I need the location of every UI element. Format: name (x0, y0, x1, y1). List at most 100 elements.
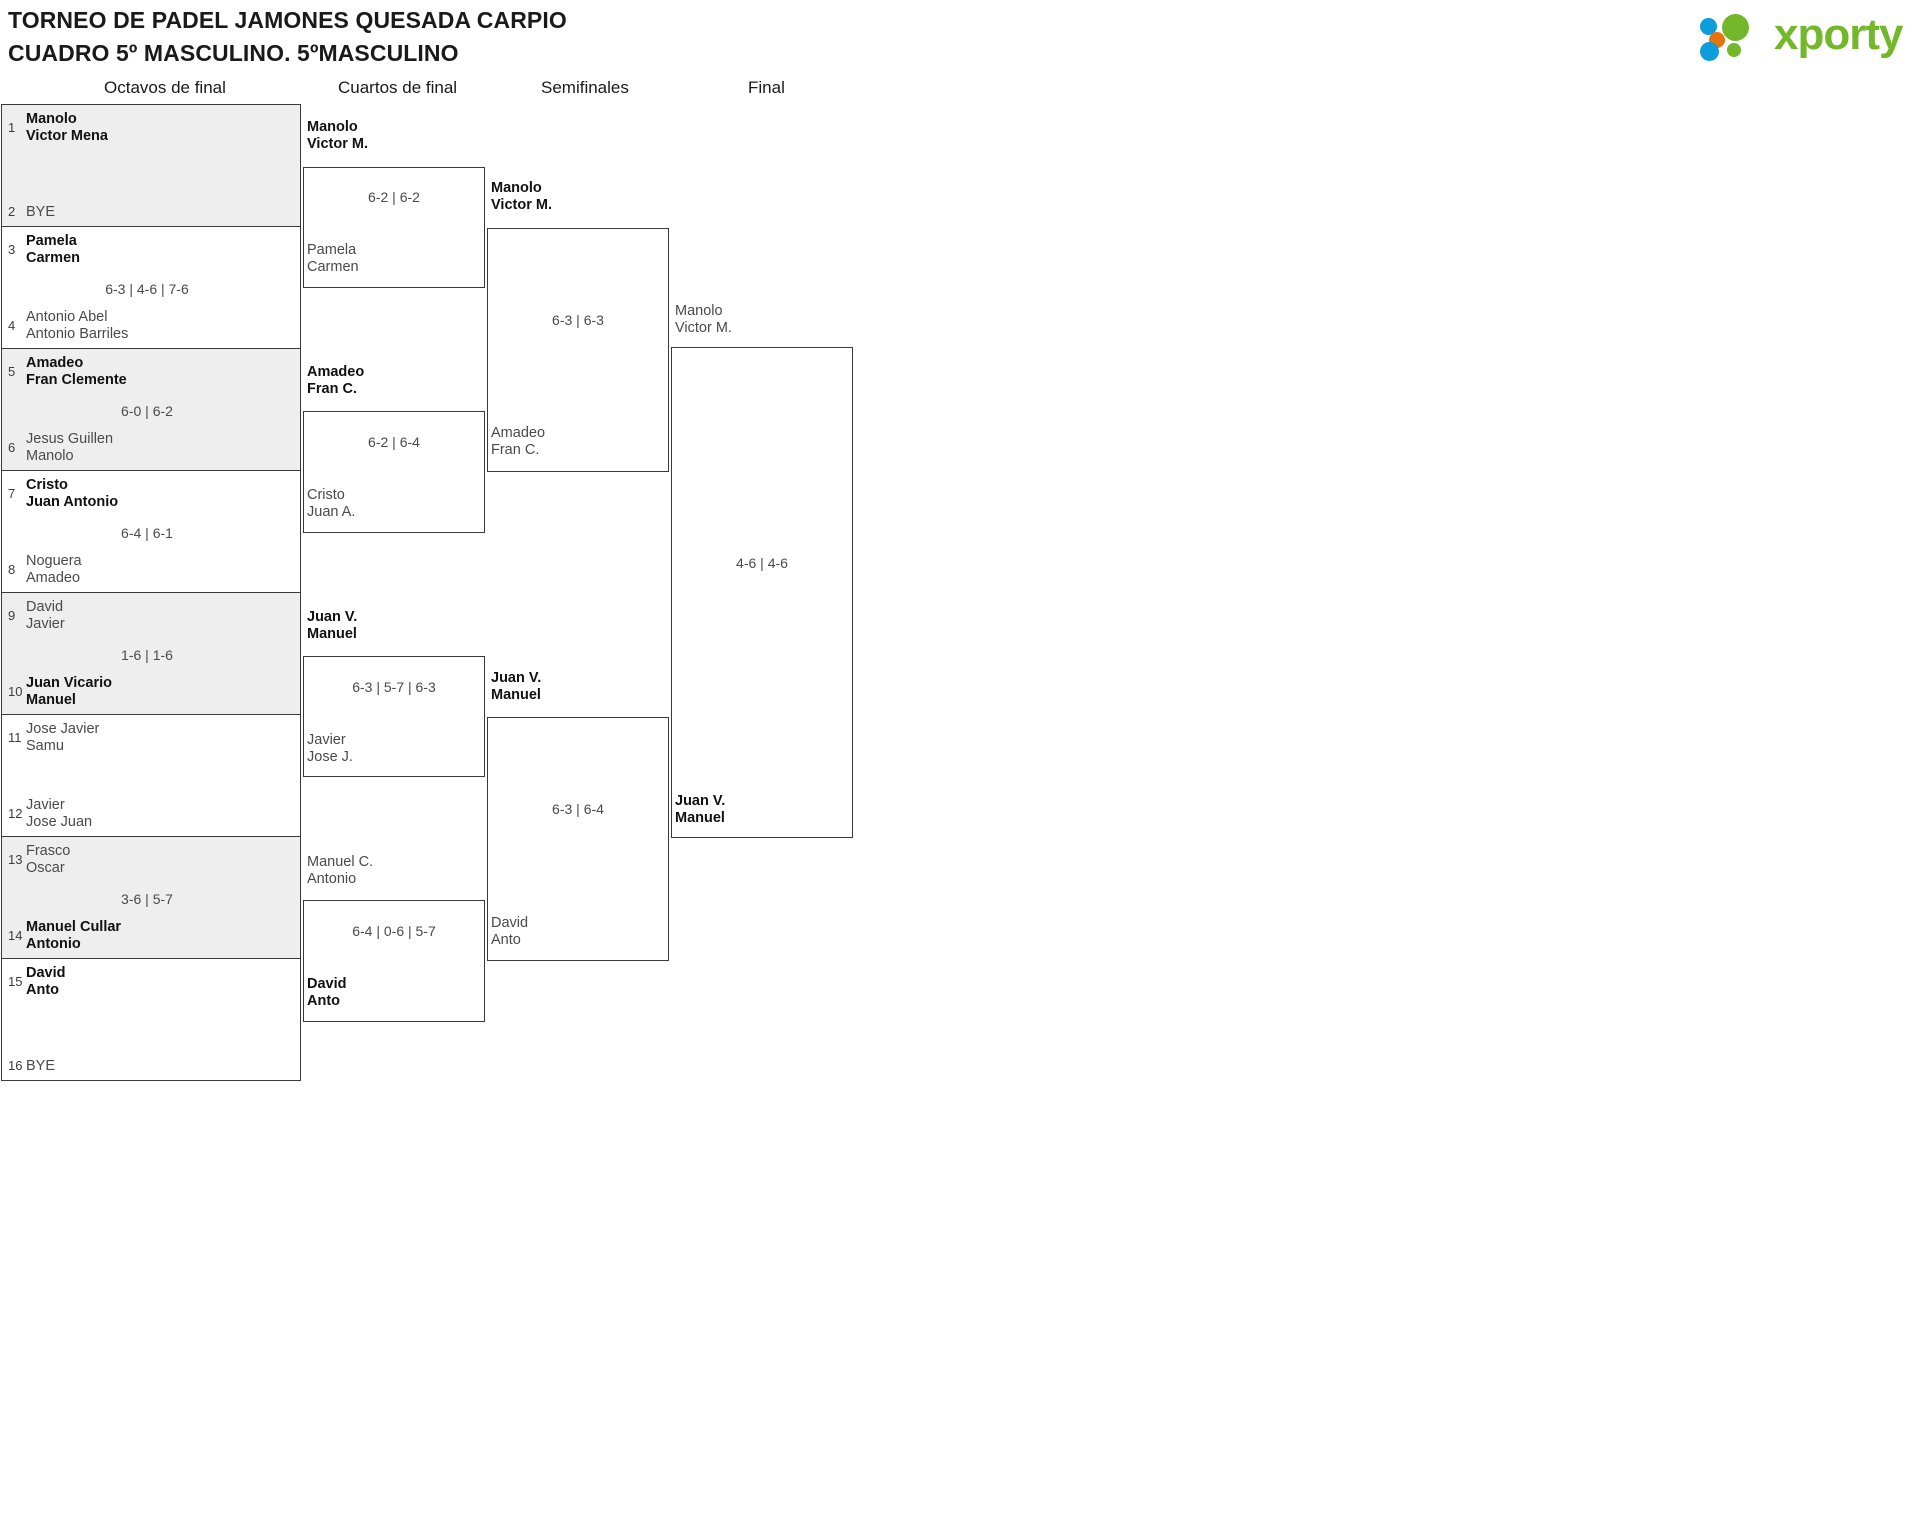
r1-slot-top[interactable]: 9 David Javier (6, 599, 298, 632)
player-pair[interactable]: Juan V. Manuel (307, 609, 358, 642)
r1-slot-top[interactable]: 5 Amadeo Fran Clemente (6, 355, 298, 388)
table-row[interactable]: 9 David Javier 1-6 | 1-6 10 Juan Vicario… (1, 592, 301, 714)
player-pair[interactable]: Amadeo Fran C. (491, 425, 546, 458)
player-pair: Juan Vicario Manuel (26, 675, 112, 708)
seed-number: 8 (8, 562, 16, 577)
round-header-semifinales: Semifinales (541, 78, 629, 97)
logo-dots-icon (1700, 14, 1772, 61)
table-row[interactable]: 3 Pamela Carmen 6-3 | 4-6 | 7-6 4 Antoni… (1, 226, 301, 348)
player-pair[interactable]: Amadeo Fran C. (307, 364, 365, 397)
xporty-logo: xporty (1700, 8, 1910, 64)
bracket-connector (303, 900, 485, 1022)
player-pair: Manolo Victor Mena (26, 111, 108, 144)
match-score: 6-3 | 6-3 (552, 312, 604, 328)
player-pair[interactable]: Pamela Carmen (307, 242, 359, 275)
r1-slot-bottom[interactable]: 2 BYE (6, 204, 298, 221)
seed-number: 12 (8, 806, 23, 821)
player-pair[interactable]: Manolo Victor M. (675, 303, 732, 336)
player-pair[interactable]: David Anto (307, 976, 347, 1009)
logo-wordmark: xporty (1774, 10, 1903, 59)
match-score: 6-0 | 6-2 (121, 403, 173, 419)
seed-number: 6 (8, 440, 16, 455)
player-pair: Jose Javier Samu (26, 721, 100, 754)
player-pair: David Javier (26, 599, 65, 632)
seed-number: 5 (8, 364, 16, 379)
r1-slot-bottom[interactable]: 14 Manuel Cullar Antonio (6, 919, 298, 952)
seed-number: 11 (8, 730, 22, 745)
seed-number: 3 (8, 242, 16, 257)
player-pair[interactable]: Juan V. Manuel (675, 793, 726, 826)
seed-number: 9 (8, 608, 16, 623)
seed-number: 4 (8, 318, 16, 333)
bracket-connector (303, 411, 485, 533)
page-title: TORNEO DE PADEL JAMONES QUESADA CARPIO C… (8, 4, 1208, 70)
player-pair: BYE (26, 1057, 56, 1074)
match-score: 6-3 | 4-6 | 7-6 (105, 281, 189, 297)
bracket-connector (487, 717, 669, 961)
round-header-cuartos: Cuartos de final (338, 78, 458, 97)
match-score: 6-4 | 0-6 | 5-7 (352, 923, 436, 939)
match-score: 6-2 | 6-2 (368, 189, 420, 205)
r1-slot-bottom[interactable]: 16 BYE (6, 1058, 298, 1075)
player-pair: Jesus Guillen Manolo (26, 431, 114, 464)
player-pair[interactable]: Manolo Victor M. (307, 119, 368, 152)
seed-number: 15 (8, 974, 23, 989)
r1-slot-top[interactable]: 13 Frasco Oscar (6, 843, 298, 876)
player-pair[interactable]: Manolo Victor M. (491, 180, 552, 213)
seed-number: 13 (8, 852, 23, 867)
table-row[interactable]: 1 Manolo Victor Mena 2 BYE (1, 104, 301, 226)
seed-number: 7 (8, 486, 16, 501)
player-pair: David Anto (26, 965, 66, 998)
player-pair: Cristo Juan Antonio (26, 477, 119, 510)
table-row[interactable]: 13 Frasco Oscar 3-6 | 5-7 14 Manuel Cull… (1, 836, 301, 958)
player-pair[interactable]: Manuel C. Antonio (307, 854, 374, 887)
player-pair: Amadeo Fran Clemente (26, 355, 127, 388)
bracket-connector (671, 347, 853, 838)
player-pair: BYE (26, 203, 56, 220)
player-pair: Antonio Abel Antonio Barriles (26, 309, 129, 342)
r1-slot-bottom[interactable]: 10 Juan Vicario Manuel (6, 675, 298, 708)
player-pair[interactable]: David Anto (491, 915, 529, 948)
match-score: 3-6 | 5-7 (121, 891, 173, 907)
table-row[interactable]: 11 Jose Javier Samu 12 Javier Jose Juan (1, 714, 301, 836)
match-score: 1-6 | 1-6 (121, 647, 173, 663)
player-pair: Noguera Amadeo (26, 553, 82, 586)
player-pair[interactable]: Javier Jose J. (307, 732, 353, 765)
r1-slot-top[interactable]: 1 Manolo Victor Mena (6, 111, 298, 144)
tournament-title: TORNEO DE PADEL JAMONES QUESADA CARPIO (8, 7, 567, 33)
seed-number: 10 (8, 684, 23, 699)
match-score: 6-3 | 5-7 | 6-3 (352, 679, 436, 695)
seed-number: 16 (8, 1058, 23, 1074)
table-row[interactable]: 15 David Anto 16 BYE (1, 958, 301, 1081)
match-score: 6-4 | 6-1 (121, 525, 173, 541)
r1-slot-top[interactable]: 11 Jose Javier Samu (6, 721, 298, 754)
player-pair: Pamela Carmen (26, 233, 80, 266)
player-pair: Frasco Oscar (26, 843, 71, 876)
match-score: 6-2 | 6-4 (368, 434, 420, 450)
player-pair[interactable]: Cristo Juan A. (307, 487, 356, 520)
r1-slot-bottom[interactable]: 6 Jesus Guillen Manolo (6, 431, 298, 464)
r1-slot-top[interactable]: 15 David Anto (6, 965, 298, 998)
seed-number: 2 (8, 204, 16, 220)
seed-number: 1 (8, 120, 16, 135)
player-pair: Javier Jose Juan (26, 797, 93, 830)
round-header-final: Final (748, 78, 785, 97)
match-score: 6-3 | 6-4 (552, 801, 604, 817)
match-score: 4-6 | 4-6 (736, 555, 788, 571)
round-header-octavos: Octavos de final (104, 78, 226, 97)
bracket-connector (303, 656, 485, 777)
table-row[interactable]: 7 Cristo Juan Antonio 6-4 | 6-1 8 Noguer… (1, 470, 301, 592)
r1-slot-bottom[interactable]: 4 Antonio Abel Antonio Barriles (6, 309, 298, 342)
r1-slot-bottom[interactable]: 8 Noguera Amadeo (6, 553, 298, 586)
player-pair: Manuel Cullar Antonio (26, 919, 122, 952)
r1-slot-top[interactable]: 3 Pamela Carmen (6, 233, 298, 266)
bracket-connector (303, 167, 485, 288)
table-row[interactable]: 5 Amadeo Fran Clemente 6-0 | 6-2 6 Jesus… (1, 348, 301, 470)
tournament-subtitle: CUADRO 5º MASCULINO. 5ºMASCULINO (8, 40, 459, 66)
r1-slot-bottom[interactable]: 12 Javier Jose Juan (6, 797, 298, 830)
player-pair[interactable]: Juan V. Manuel (491, 670, 542, 703)
r1-slot-top[interactable]: 7 Cristo Juan Antonio (6, 477, 298, 510)
round-octavos: 1 Manolo Victor Mena 2 BYE 3 Pamela Ca (1, 104, 301, 1081)
bracket-connector (487, 228, 669, 472)
